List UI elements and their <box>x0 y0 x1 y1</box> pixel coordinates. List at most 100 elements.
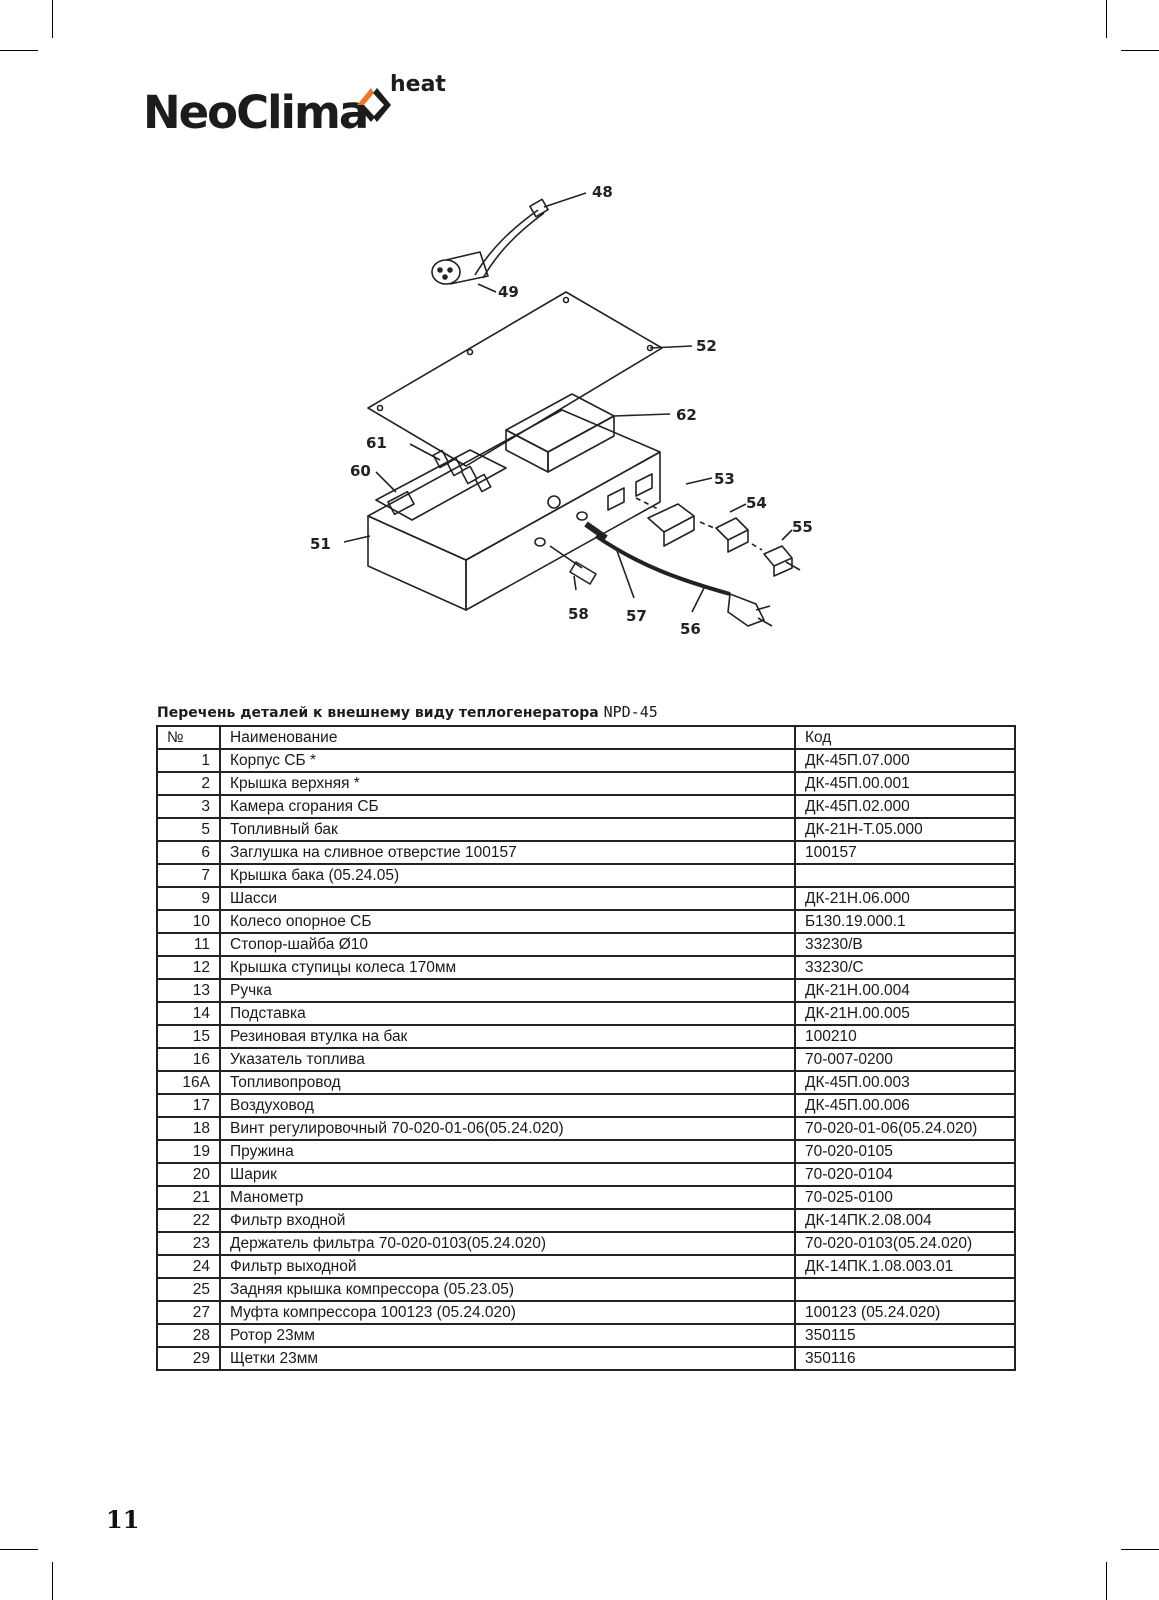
cell-name: Корпус СБ * <box>219 748 796 773</box>
cell-number: 24 <box>156 1254 221 1279</box>
cell-name: Камера сгорания СБ <box>219 794 796 819</box>
cell-code: ДК-45П.07.000 <box>794 748 1016 773</box>
cell-code: 70-020-0104 <box>794 1162 1016 1187</box>
cell-name: Манометр <box>219 1185 796 1210</box>
cell-number: 19 <box>156 1139 221 1164</box>
cell-name: Ручка <box>219 978 796 1003</box>
cell-number: 10 <box>156 909 221 934</box>
cell-number: 5 <box>156 817 221 842</box>
cell-code: 100157 <box>794 840 1016 865</box>
page-number: 11 <box>106 1505 140 1534</box>
cell-name: Топливный бак <box>219 817 796 842</box>
callout-label: 61 <box>366 434 387 452</box>
exploded-parts-diagram: 48 49 52 62 61 60 53 54 55 51 58 57 56 <box>310 183 813 638</box>
callout-label: 60 <box>350 462 371 480</box>
diamond-chevron-icon <box>357 88 391 122</box>
callout-label: 55 <box>792 518 813 536</box>
cell-number: 16 <box>156 1047 221 1072</box>
cell-number: 16А <box>156 1070 221 1095</box>
cell-name: Щетки 23мм <box>219 1346 796 1371</box>
crop-mark <box>52 0 53 38</box>
cell-code: ДК-45П.02.000 <box>794 794 1016 819</box>
cell-number: 3 <box>156 794 221 819</box>
cell-name: Держатель фильтра 70-020-0103(05.24.020) <box>219 1231 796 1256</box>
cell-name: Крышка ступицы колеса 170мм <box>219 955 796 980</box>
cell-code: 33230/В <box>794 932 1016 957</box>
callout-label: 53 <box>714 470 735 488</box>
callout-label: 51 <box>310 535 331 553</box>
column-header-number: № <box>156 725 221 750</box>
cell-code: ДК-21Н-Т.05.000 <box>794 817 1016 842</box>
cell-number: 6 <box>156 840 221 865</box>
cell-number: 29 <box>156 1346 221 1371</box>
cell-code: 100210 <box>794 1024 1016 1049</box>
table-header-row: № Наименование Код <box>156 725 1016 750</box>
cell-name: Подставка <box>219 1001 796 1026</box>
cell-code: 70-025-0100 <box>794 1185 1016 1210</box>
callout-label: 54 <box>746 494 767 512</box>
column-header-code: Код <box>794 725 1016 750</box>
cell-name: Указатель топлива <box>219 1047 796 1072</box>
crop-mark <box>1106 0 1107 38</box>
cell-name: Пружина <box>219 1139 796 1164</box>
crop-mark <box>52 1562 53 1600</box>
cell-number: 17 <box>156 1093 221 1118</box>
cell-code: 350115 <box>794 1323 1016 1348</box>
cell-code: ДК-45П.00.006 <box>794 1093 1016 1118</box>
cell-number: 21 <box>156 1185 221 1210</box>
cell-name: Крышка бака (05.24.05) <box>219 863 796 888</box>
cell-name: Воздуховод <box>219 1093 796 1118</box>
crop-mark <box>0 50 38 51</box>
cell-code: 33230/С <box>794 955 1016 980</box>
cell-code: 70-020-0105 <box>794 1139 1016 1164</box>
callout-label: 48 <box>592 183 613 201</box>
cell-name: Фильтр входной <box>219 1208 796 1233</box>
crop-mark <box>1121 1549 1159 1550</box>
cell-name: Фильтр выходной <box>219 1254 796 1279</box>
brand-name: NeoClima <box>143 86 369 139</box>
cell-code: ДК-21Н.06.000 <box>794 886 1016 911</box>
cell-number: 13 <box>156 978 221 1003</box>
cell-number: 22 <box>156 1208 221 1233</box>
callout-label: 57 <box>626 607 647 625</box>
cell-number: 11 <box>156 932 221 957</box>
callout-label: 62 <box>676 406 697 424</box>
cell-code: 100123 (05.24.020) <box>794 1300 1016 1325</box>
cell-name: Шасси <box>219 886 796 911</box>
cell-code: 350116 <box>794 1346 1016 1371</box>
crop-mark <box>0 1549 38 1550</box>
cell-number: 14 <box>156 1001 221 1026</box>
crop-mark <box>1106 1562 1107 1600</box>
cell-number: 7 <box>156 863 221 888</box>
cell-code: ДК-14ПК.2.08.004 <box>794 1208 1016 1233</box>
cell-name: Заглушка на сливное отверстие 100157 <box>219 840 796 865</box>
cell-name: Задняя крышка компрессора (05.23.05) <box>219 1277 796 1302</box>
table-title: Перечень деталей к внешнему виду теплоге… <box>157 703 658 721</box>
cell-name: Стопор-шайба Ø10 <box>219 932 796 957</box>
callout-label: 52 <box>696 337 717 355</box>
cell-code <box>794 863 1016 888</box>
cell-name: Колесо опорное СБ <box>219 909 796 934</box>
cell-code: ДК-45П.00.003 <box>794 1070 1016 1095</box>
callout-label: 56 <box>680 620 701 638</box>
cell-name: Шарик <box>219 1162 796 1187</box>
crop-mark <box>1121 50 1159 51</box>
